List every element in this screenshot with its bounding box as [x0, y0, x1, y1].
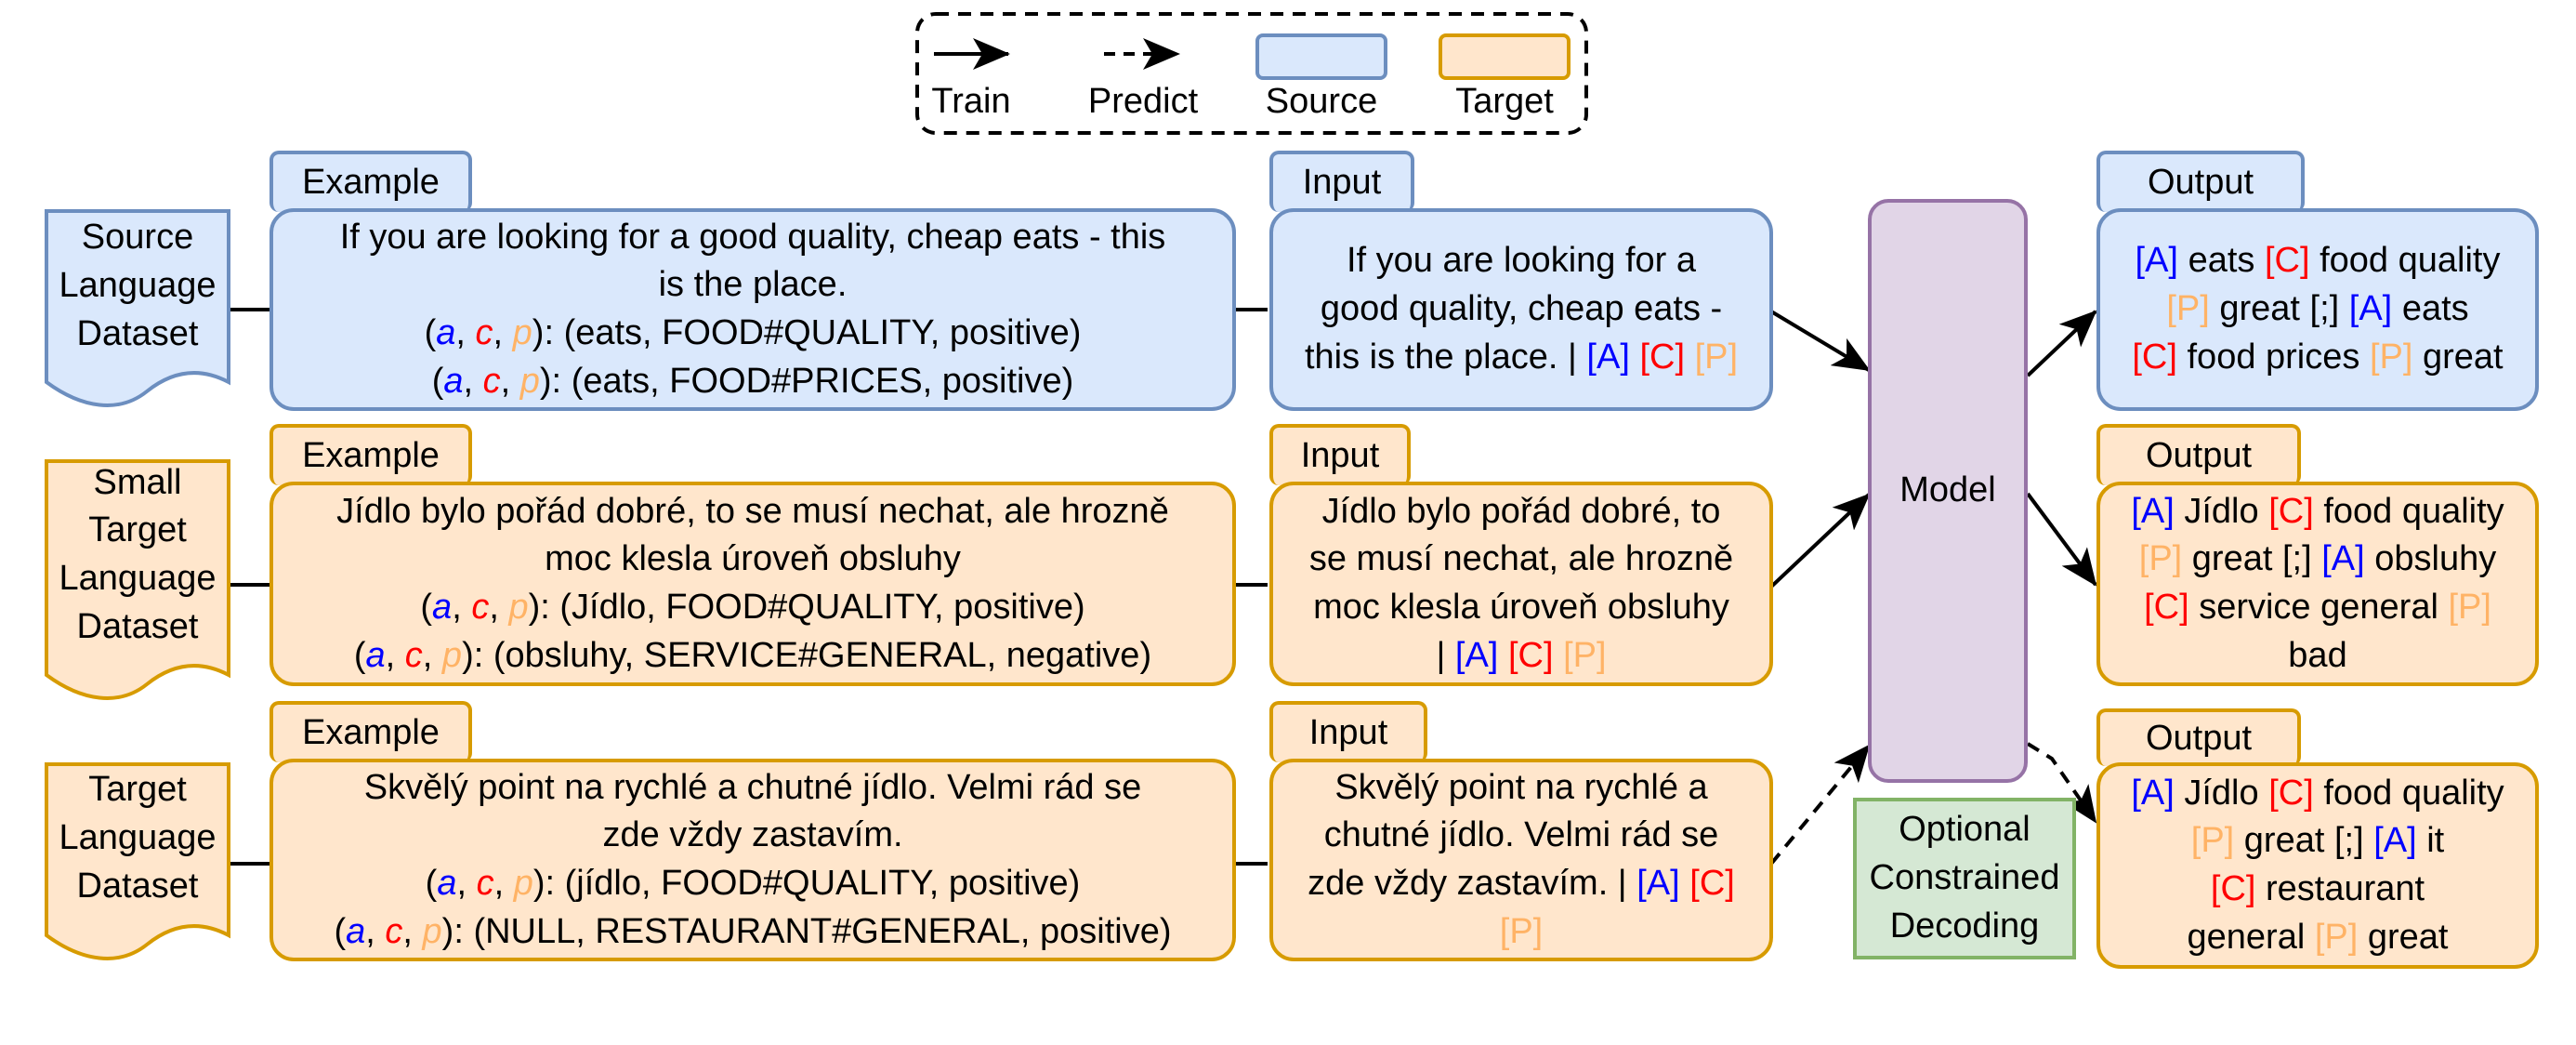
example-tuple: (a, c, p): (eats, FOOD#PRICES, positive): [431, 361, 1074, 401]
train-arrow-out-1: [2026, 310, 2097, 377]
train-arrow-1: [1769, 310, 1871, 372]
input-box-2: Jídlo bylo pořád dobré, to se musí necha…: [1269, 482, 1773, 686]
output-box-2: [A] Jídlo [C] food quality [P] great [;]…: [2096, 482, 2539, 686]
small-target-dataset-shape: [45, 459, 230, 700]
small-target-dataset-label: Small Target Language Dataset: [59, 462, 217, 646]
target-dataset-shape: [45, 762, 230, 960]
constrained-decoding-block: Optional Constrained Decoding: [1853, 798, 2076, 959]
output-tag-1: Output: [2096, 151, 2305, 212]
input-tag-3: Input: [1269, 701, 1427, 762]
predict-arrow-input: [1769, 744, 1871, 866]
input-tag-1: Input: [1269, 151, 1414, 212]
legend-target-swatch: [1439, 33, 1571, 80]
train-arrow-2: [1769, 493, 1871, 589]
input-box-3: Skvělý point na rychlé a chutné jídlo. V…: [1269, 759, 1773, 961]
output-box-1: [A] eats [C] food quality [P] great [;] …: [2096, 208, 2539, 411]
model-label: Model: [1899, 470, 1996, 510]
example-tuple: (a, c, p): (eats, FOOD#QUALITY, positive…: [424, 313, 1082, 352]
output-tag-3: Output: [2096, 708, 2301, 766]
example-box-3: Skvělý point na rychlé a chutné jídlo. V…: [269, 759, 1236, 961]
example-tuple: (a, c, p): (NULL, RESTAURANT#GENERAL, po…: [334, 911, 1172, 951]
source-dataset-shape: [45, 209, 230, 407]
predict-arrow-output: [2026, 742, 2097, 824]
legend-train-label: Train: [931, 82, 1011, 121]
example-tag-3: Example: [269, 701, 472, 762]
example-tag-2: Example: [269, 424, 472, 485]
example-box-1: If you are looking for a good quality, c…: [269, 208, 1236, 411]
output-tag-2: Output: [2096, 424, 2301, 485]
legend-source-swatch: [1255, 33, 1387, 80]
train-arrow-out-2: [2026, 492, 2097, 587]
example-tag-1: Example: [269, 151, 472, 212]
legend-border: [915, 12, 1588, 135]
input-box-1: If you are looking for a good quality, c…: [1269, 208, 1773, 411]
legend-source-label: Source: [1265, 82, 1378, 121]
example-tuple: (a, c, p): (Jídlo, FOOD#QUALITY, positiv…: [420, 588, 1085, 627]
source-dataset-label: Source Language Dataset: [59, 218, 217, 353]
legend-target-label: Target: [1455, 82, 1554, 121]
example-tuple: (a, c, p): (jídlo, FOOD#QUALITY, positiv…: [425, 864, 1081, 903]
output-box-3: [A] Jídlo [C] food quality [P] great [;]…: [2096, 762, 2539, 969]
example-box-2: Jídlo bylo pořád dobré, to se musí necha…: [269, 482, 1236, 686]
input-tag-2: Input: [1269, 424, 1411, 485]
target-dataset-label: Target Language Dataset: [59, 770, 217, 906]
example-tuple: (a, c, p): (obsluhy, SERVICE#GENERAL, ne…: [353, 635, 1152, 675]
model-block: Model: [1868, 199, 2028, 783]
legend-predict-label: Predict: [1087, 82, 1199, 121]
